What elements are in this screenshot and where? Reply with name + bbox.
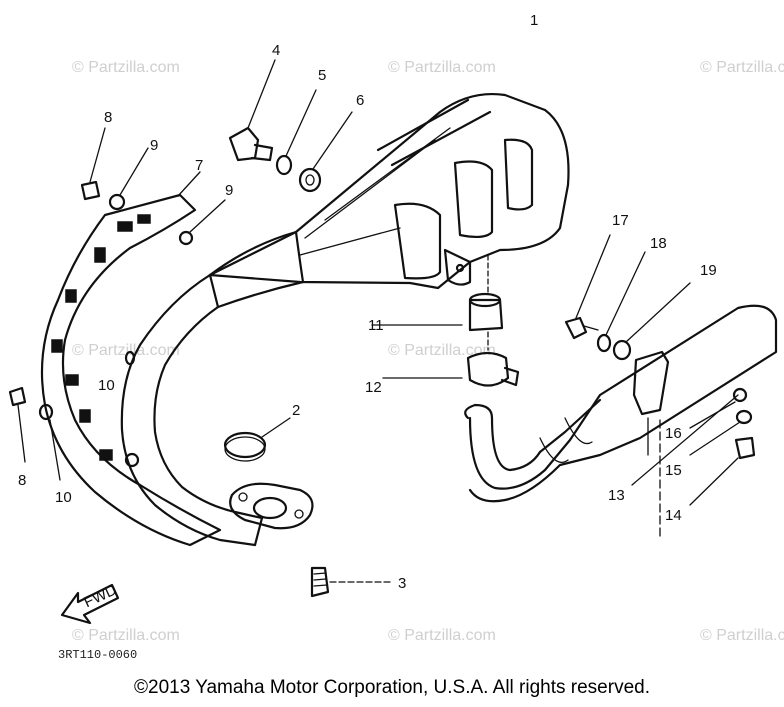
part-18-washer[interactable] [596,251,646,353]
watermark: © Partzilla.com [700,627,784,644]
part-1-expansion-chamber[interactable] [208,93,570,290]
part-12-clamp[interactable] [382,331,520,387]
part-7-protector[interactable] [40,171,222,547]
part-5-spring-washer[interactable] [275,89,317,176]
watermark: © Partzilla.com [72,59,180,76]
part-11-grommet[interactable] [371,254,504,332]
part-9-washer-upper[interactable] [108,147,149,211]
part-4-bolt[interactable] [228,59,276,162]
callout-1: 1 [530,12,538,29]
watermark: © Partzilla.com [388,627,496,644]
callout-12: 12 [365,379,382,396]
callout-6: 6 [356,92,364,109]
part-10-washer-inner[interactable] [124,350,136,366]
callout-9: 9 [150,137,158,154]
part-14-bolt[interactable] [689,436,756,506]
part-2-gasket[interactable] [223,417,291,462]
callout-labels: 1 2 3 4 5 6 7 8 9 10 11 12 13 14 15 16 1… [18,12,717,592]
part-16-nut[interactable] [689,387,748,429]
watermark: © Partzilla.com [388,59,496,76]
callout-9: 9 [225,182,233,199]
callout-7: 7 [195,157,203,174]
watermark: © Partzilla.com [72,627,180,644]
watermark: © Partzilla.com [388,342,496,359]
diagram-code: 3RT110-0060 [58,648,137,662]
part-8-bolt-upper[interactable] [80,127,106,201]
callout-11: 11 [368,317,384,334]
callout-15: 15 [665,462,682,479]
watermark: © Partzilla.com [700,59,784,76]
callout-10: 10 [55,489,72,506]
callout-10: 10 [98,377,115,394]
part-15-washer[interactable] [689,409,753,456]
silencer[interactable] [464,304,778,541]
part-17-bolt[interactable] [564,234,611,340]
callout-3: 3 [398,575,406,592]
part-9-washer-mid[interactable] [178,199,226,246]
callout-5: 5 [318,67,326,84]
callout-16: 16 [665,425,682,442]
pipe-flange[interactable] [229,482,314,530]
part-8-bolt-lower[interactable] [8,386,27,463]
part-3-bolt[interactable] [310,566,393,598]
callout-17: 17 [612,212,629,229]
callout-19: 19 [700,262,717,279]
callout-4: 4 [272,42,280,59]
part-19-collar[interactable] [612,282,691,361]
callout-14: 14 [665,507,682,524]
watermarks: © Partzilla.com © Partzilla.com © Partzi… [72,59,784,644]
callout-8: 8 [104,109,112,126]
callout-2: 2 [292,402,300,419]
copyright-notice: ©2013 Yamaha Motor Corporation, U.S.A. A… [134,677,650,698]
part-6-washer[interactable] [298,111,353,193]
callout-8: 8 [18,472,26,489]
fwd-arrow-icon: FWD [60,581,120,625]
callout-18: 18 [650,235,667,252]
part-10-washer-lower[interactable] [38,403,61,481]
protector-bolt-lower[interactable] [124,452,140,468]
callout-13: 13 [608,487,625,504]
watermark: © Partzilla.com [72,342,180,359]
exhaust-pipe[interactable] [120,230,305,547]
